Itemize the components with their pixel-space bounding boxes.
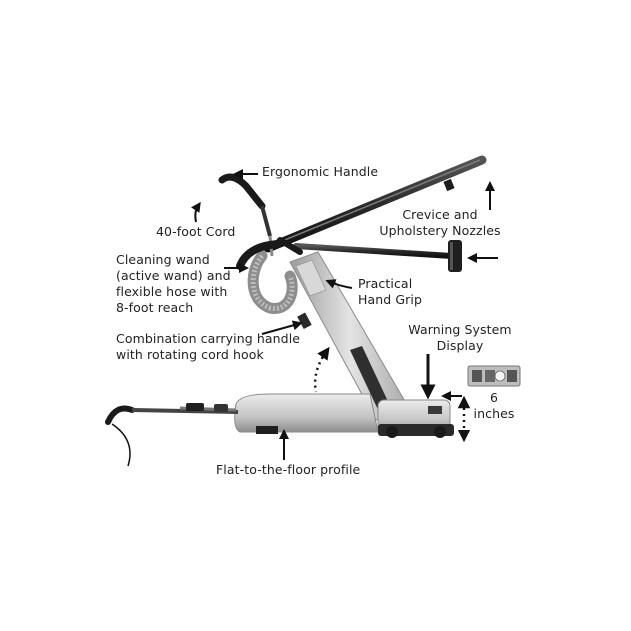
- label-crevice-upholstery: Crevice and Upholstery Nozzles: [379, 207, 501, 238]
- long-wand: [263, 155, 487, 253]
- label-ergonomic-handle: Ergonomic Handle: [262, 164, 379, 179]
- label-carrying-handle: Combination carrying handle with rotatin…: [116, 331, 301, 362]
- label-hand-grip: Practical Hand Grip: [358, 276, 423, 307]
- label-cleaning-wand: Cleaning wand (active wand) and flexible…: [116, 252, 231, 315]
- flexible-hose: [236, 237, 303, 314]
- warning-display-panel: [467, 365, 521, 387]
- vacuum-base: [234, 393, 454, 438]
- label-warning-system: Warning System Display: [408, 322, 512, 353]
- label-six-inches: 6 inches: [473, 390, 515, 421]
- label-40-foot-cord: 40-foot Cord: [156, 224, 236, 239]
- label-flat-profile: Flat-to-the-floor profile: [216, 462, 361, 477]
- floor-wands: [105, 403, 239, 467]
- vacuum-body: [289, 251, 411, 421]
- upholstery-nozzle: [293, 240, 462, 272]
- callout-arrows: [191, 169, 498, 460]
